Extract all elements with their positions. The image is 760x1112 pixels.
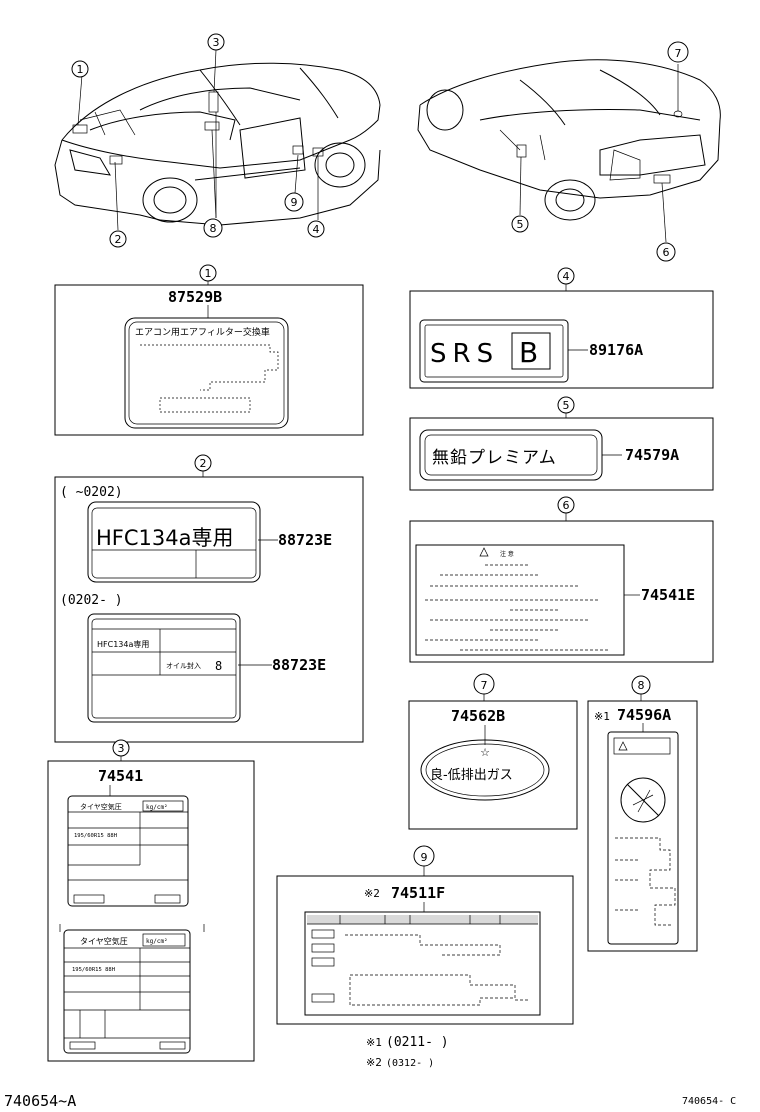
note-1-range: (0211- ) xyxy=(386,1035,449,1050)
svg-text:4: 4 xyxy=(313,223,320,236)
callout-5-car: 5 xyxy=(511,215,529,233)
svg-text:2: 2 xyxy=(200,457,207,470)
svg-text:1: 1 xyxy=(205,267,212,280)
label-5-text: 無鉛プレミアム xyxy=(432,448,557,468)
label-1-text: エアコン用エアフィルター交換車 xyxy=(135,326,270,338)
svg-text:タイヤ空気圧: タイヤ空気圧 xyxy=(80,802,122,811)
note-2-mark: ※2 xyxy=(366,1056,382,1069)
svg-text:195/60R15 88H: 195/60R15 88H xyxy=(74,833,117,839)
callout-3-car: 3 xyxy=(207,33,225,51)
svg-text:☆: ☆ xyxy=(480,746,490,759)
note-2-range: (0312- ) xyxy=(386,1058,434,1069)
label-4-box-letter: B xyxy=(519,336,538,369)
svg-text:9: 9 xyxy=(421,851,428,864)
part-number-74596A: 74596A xyxy=(617,706,671,724)
part-number-87529B: 87529B xyxy=(168,288,222,306)
part-number-74541: 74541 xyxy=(98,767,143,785)
label-9-group: 9 ※2 74511F xyxy=(276,845,574,1025)
label-2-oil-num: 8 xyxy=(215,659,222,673)
label-4-group: 4 SRS B 89176A xyxy=(409,267,714,389)
svg-text:3: 3 xyxy=(118,742,125,755)
label-4-srs-text: SRS xyxy=(430,339,499,369)
svg-text:kg/cm²: kg/cm² xyxy=(146,804,168,811)
svg-text:7: 7 xyxy=(481,679,488,692)
rear-car-illustration xyxy=(417,59,721,221)
rear-leader-lines xyxy=(519,64,679,243)
label-7-text: 良-低排出ガス xyxy=(430,767,513,783)
label-2-text-b: HFC134a専用 xyxy=(97,639,149,649)
svg-text:9: 9 xyxy=(291,196,298,209)
svg-text:8: 8 xyxy=(638,679,645,692)
svg-text:7: 7 xyxy=(675,47,682,60)
svg-text:タイヤ空気圧: タイヤ空気圧 xyxy=(80,936,128,946)
callout-2-car: 2 xyxy=(109,230,127,248)
callout-9-car: 9 xyxy=(284,192,304,212)
front-leader-lines xyxy=(77,49,319,231)
part-number-74511F: 74511F xyxy=(391,884,445,902)
svg-text:6: 6 xyxy=(663,246,670,259)
label-2-group: 2 ( ~0202) HFC134a専用 88723E (0202- ) HFC… xyxy=(54,454,364,743)
label-5-group: 5 無鉛プレミアム 74579A xyxy=(409,396,714,491)
callout-6-car: 6 xyxy=(656,242,676,262)
callout-4-car: 4 xyxy=(307,220,325,238)
footer-right-code: 740654- C xyxy=(682,1096,736,1107)
part-number-88723E-b: 88723E xyxy=(272,656,326,674)
label-3-group: 3 74541 タイヤ空気圧 kg/cm² 195/60R15 88H タイヤ空… xyxy=(47,739,255,1062)
svg-text:1: 1 xyxy=(77,63,84,76)
svg-text:5: 5 xyxy=(517,218,524,231)
callout-1-car: 1 xyxy=(71,60,89,78)
label-9-mark: ※2 xyxy=(364,887,380,900)
svg-text:kg/cm²: kg/cm² xyxy=(146,938,168,945)
svg-text:2: 2 xyxy=(115,233,122,246)
part-number-74541E: 74541E xyxy=(641,586,695,604)
svg-text:5: 5 xyxy=(563,399,570,412)
svg-text:6: 6 xyxy=(563,499,570,512)
label-1-group: 1 87529B エアコン用エアフィルター交換車 xyxy=(54,264,364,436)
front-car-illustration xyxy=(54,62,381,226)
label-2-range-a: ( ~0202) xyxy=(60,485,123,500)
svg-text:8: 8 xyxy=(210,222,217,235)
svg-text:3: 3 xyxy=(213,36,220,49)
svg-text:195/60R15 88H: 195/60R15 88H xyxy=(72,967,115,973)
footer-left-code: 740654~A xyxy=(4,1092,76,1110)
label-8-group: 8 ※1 74596A xyxy=(587,675,698,952)
label-6-warning: 注 意 xyxy=(500,550,514,558)
label-7-group: 7 74562B ☆ 良-低排出ガス xyxy=(408,673,578,830)
note-1-mark: ※1 xyxy=(366,1036,382,1049)
label-2-oil: オイル封入 xyxy=(166,661,201,670)
label-8-mark: ※1 xyxy=(594,710,610,723)
part-number-74579A: 74579A xyxy=(625,446,679,464)
svg-text:4: 4 xyxy=(563,270,570,283)
callout-8-car: 8 xyxy=(203,218,223,238)
part-number-88723E-a: 88723E xyxy=(278,531,332,549)
part-number-89176A: 89176A xyxy=(589,341,643,359)
notes: ※1 (0211- ) ※2 (0312- ) xyxy=(366,1035,449,1069)
label-2-range-b: (0202- ) xyxy=(60,593,123,608)
label-6-group: 6 注 意 74541E xyxy=(409,496,714,663)
part-number-74562B: 74562B xyxy=(451,707,505,725)
label-2-text-a: HFC134a専用 xyxy=(96,526,233,550)
callout-7-car: 7 xyxy=(667,41,689,63)
